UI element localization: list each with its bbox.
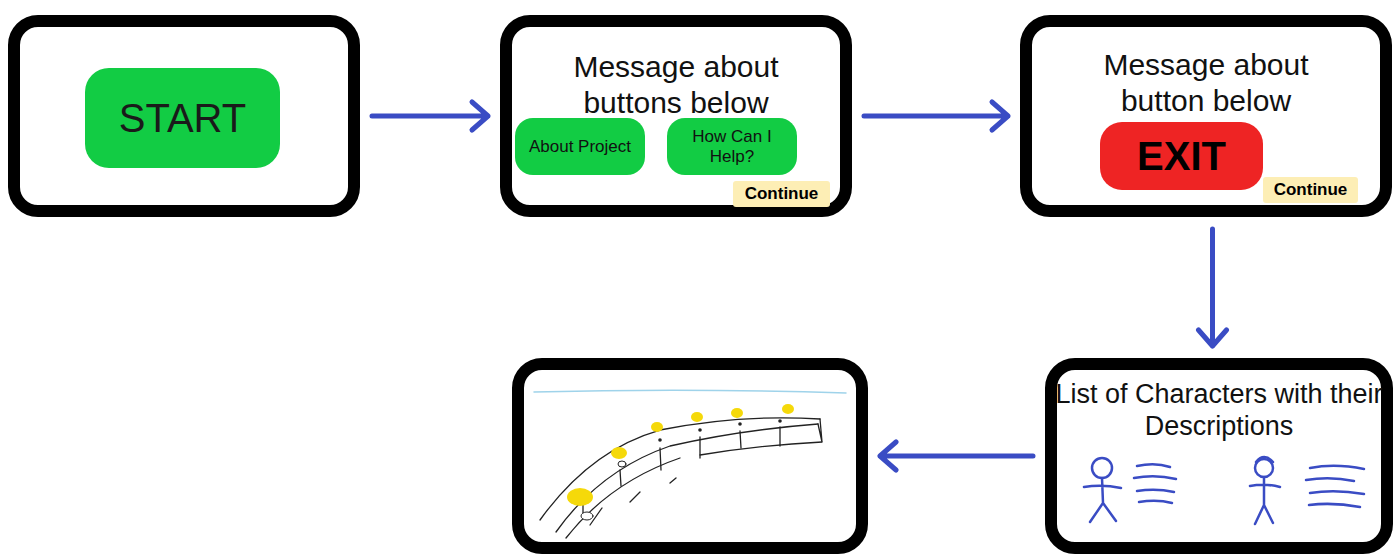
screen-panel: Message about buttons belowAbout Project…	[500, 15, 852, 217]
continue-label: Continue	[1263, 177, 1358, 203]
continue-label: Continue	[733, 181, 830, 207]
flow-arrow	[880, 442, 1033, 470]
green-button: How Can I Help?	[667, 118, 797, 175]
screen-panel	[512, 358, 868, 554]
bridge-sketch	[534, 390, 846, 538]
button-label: Continue	[745, 184, 819, 204]
screen-panel: Message about button belowEXIT Continue	[1020, 15, 1392, 217]
panel-message: Message about buttons below	[541, 49, 811, 121]
button-label: Continue	[1274, 180, 1348, 200]
flow-arrow	[864, 102, 1008, 130]
screen-panel: START	[8, 15, 360, 217]
panel-message: List of Characters with their Descriptio…	[1054, 378, 1384, 443]
character-sketches	[1084, 457, 1364, 524]
button-label: START	[119, 95, 246, 141]
start-button: START	[85, 68, 280, 168]
screen-panel: List of Characters with their Descriptio…	[1045, 358, 1393, 554]
button-label: EXIT	[1137, 133, 1226, 179]
panel-message: Message about button below	[1071, 47, 1341, 119]
green-button: About Project	[515, 118, 645, 175]
button-label: About Project	[529, 137, 631, 157]
flow-arrow	[372, 102, 488, 130]
button-label: How Can I Help?	[675, 127, 789, 166]
flow-arrow	[1199, 229, 1227, 346]
exit-button: EXIT	[1100, 122, 1263, 190]
